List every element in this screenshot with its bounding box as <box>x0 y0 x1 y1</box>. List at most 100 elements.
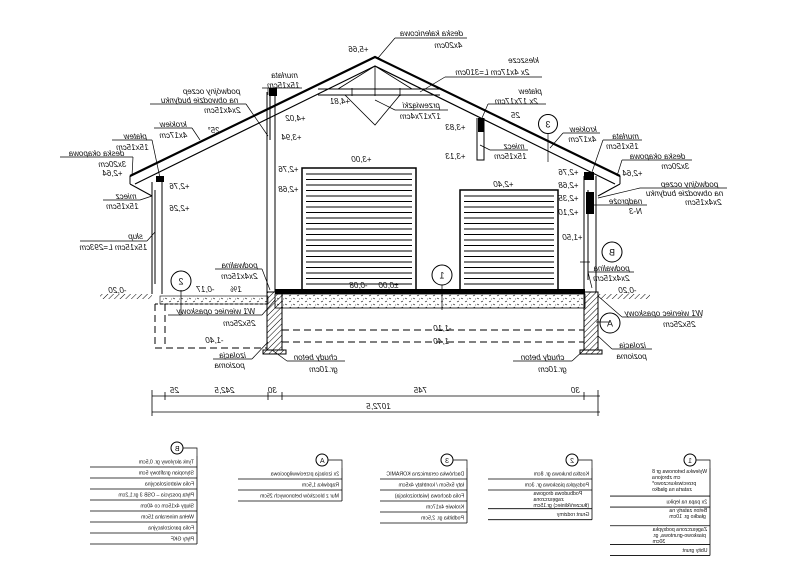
annotation-labels: deska kalenicowa 4x20cm kleszcze 2x 4x17… <box>68 29 723 374</box>
label: podwójny oczep <box>182 87 241 96</box>
level-mark: +3,13 <box>445 152 466 161</box>
legend-marker-label: 3 <box>445 458 449 465</box>
legend-row-text: Styropian grafitowy 5cm <box>139 471 194 477</box>
level-mark: +2,68 <box>558 181 579 190</box>
level-mark: +2,64 <box>102 169 123 178</box>
marker-1: 1 <box>431 264 453 286</box>
level-mark: +4,81 <box>330 97 350 106</box>
legend-row-text: Rapówka 1,5cm <box>302 483 339 489</box>
legend-row-text: Krokwie 4x17cm <box>426 505 464 511</box>
legend-marker <box>683 453 697 467</box>
level-mark: +2,76 <box>169 182 190 191</box>
label: izolacja <box>219 351 246 360</box>
legend-row-text: Tynk akrylowy gr. 0,5cm <box>139 460 194 466</box>
wall-plate-left <box>269 88 277 96</box>
label: pozioma <box>214 361 246 370</box>
level-mark: -0,20 <box>108 286 127 295</box>
label: deska kalenicowa <box>399 29 463 38</box>
label: murłata <box>612 132 639 141</box>
label: chudy beton <box>293 353 337 362</box>
label: płatew <box>122 132 147 141</box>
legend-row: Folia dachowa (wiatroizolacja) <box>395 494 465 500</box>
label: W1 wieniec opaskowy <box>176 307 256 316</box>
label: murłata <box>271 71 298 80</box>
legend-row: Folia wiatroizolacyjna <box>145 482 194 488</box>
roof <box>129 55 621 197</box>
legend-row: Płyty GKF <box>171 537 194 543</box>
marker-B: B <box>601 241 623 263</box>
legend-row: 2x papa na lepiku <box>666 500 707 506</box>
label: podwójny oczep <box>660 180 719 189</box>
label: gr.10cm <box>538 365 567 374</box>
legend-row-text: 2x papa na lepiku <box>666 500 707 506</box>
legend-row: 2x izolacja przeciwwilgociowa <box>271 472 339 478</box>
level-mark: ±0,00 <box>378 281 399 290</box>
legend-row-text: łaty 5x5cm / kontrłaty 4x5cm <box>399 483 464 489</box>
level-mark: -1,10 <box>433 324 452 333</box>
label: nadproże <box>608 197 642 206</box>
legend-row-text: Folia paroizolacyjna <box>148 526 194 532</box>
label: 15x15cm <box>267 81 300 90</box>
label: 2x4x15cm <box>204 106 242 115</box>
dimension-lines: 25 242,5 30 745 30 1072,5 <box>151 386 600 416</box>
legend-row: Grunt rodzimy <box>556 512 589 518</box>
label: płatew <box>517 87 542 96</box>
walls <box>151 92 597 294</box>
label: 1% <box>230 285 242 294</box>
legend-row-text: 2x izolacja przeciwwilgociowa <box>271 472 339 478</box>
legend-marker <box>565 453 579 467</box>
label: izolacja <box>619 341 646 350</box>
legend-row: Mur z bloczków betonowych 25cm <box>260 494 339 500</box>
dimension-label: 25 <box>170 386 180 395</box>
legend-marker-label: 2 <box>570 458 574 465</box>
dimension-label: 1072,5 <box>366 402 391 411</box>
level-mark: -0,17 <box>196 285 215 294</box>
label: słup <box>128 232 143 241</box>
marker-A: A <box>599 312 621 334</box>
level-mark: -0,08 <box>349 281 368 290</box>
label: podwalina <box>593 264 631 273</box>
label: 4x20cm <box>434 41 462 50</box>
ground-right <box>598 294 650 299</box>
label: 15x15cm <box>106 202 139 211</box>
level-marks: +5,66 +4,81 +4,02 +3,94 +3,00 +2,76 +2,6… <box>102 45 643 346</box>
label: kleszcze <box>508 56 539 65</box>
label: 3x20cm <box>98 160 126 169</box>
purlin-left <box>156 176 164 182</box>
level-mark: +2,76 <box>558 168 579 177</box>
label: 4x17cm <box>159 131 187 140</box>
dimension-label: 30 <box>268 386 277 395</box>
legend-row-text: Podsypka piaskowa gr. 3cm <box>525 483 589 489</box>
label: 2x 4x17cm L=310cm <box>455 68 530 77</box>
marker-label: B <box>609 248 615 258</box>
label: miecz <box>504 142 525 151</box>
truss-ties <box>337 65 413 126</box>
legend-row: Wełna mineralna 15cm <box>141 515 194 521</box>
legend-row-text: Podbitka gr. 2,5cm <box>421 516 464 522</box>
label: N-3 <box>629 207 642 216</box>
label: deska okapowa <box>68 149 124 158</box>
legend-row-text: Mur z bloczków betonowych 25cm <box>260 494 339 500</box>
legend-row-text: Kostka brukowa gr. 8cm <box>534 472 589 478</box>
label: 15x15cm <box>116 143 149 152</box>
level-mark: +3,00 <box>351 155 372 164</box>
level-mark: +2,26 <box>169 204 190 213</box>
label: przewiązki <box>402 101 441 110</box>
marker-label: 1 <box>439 271 444 281</box>
dimension-label: 30 <box>571 386 580 395</box>
legend-marker-label: B <box>175 446 180 453</box>
legend-row-text: Słupy 4x15cm co 40cm <box>140 504 194 510</box>
label: krokiew <box>158 120 186 129</box>
label: 25x25cm <box>663 320 697 329</box>
